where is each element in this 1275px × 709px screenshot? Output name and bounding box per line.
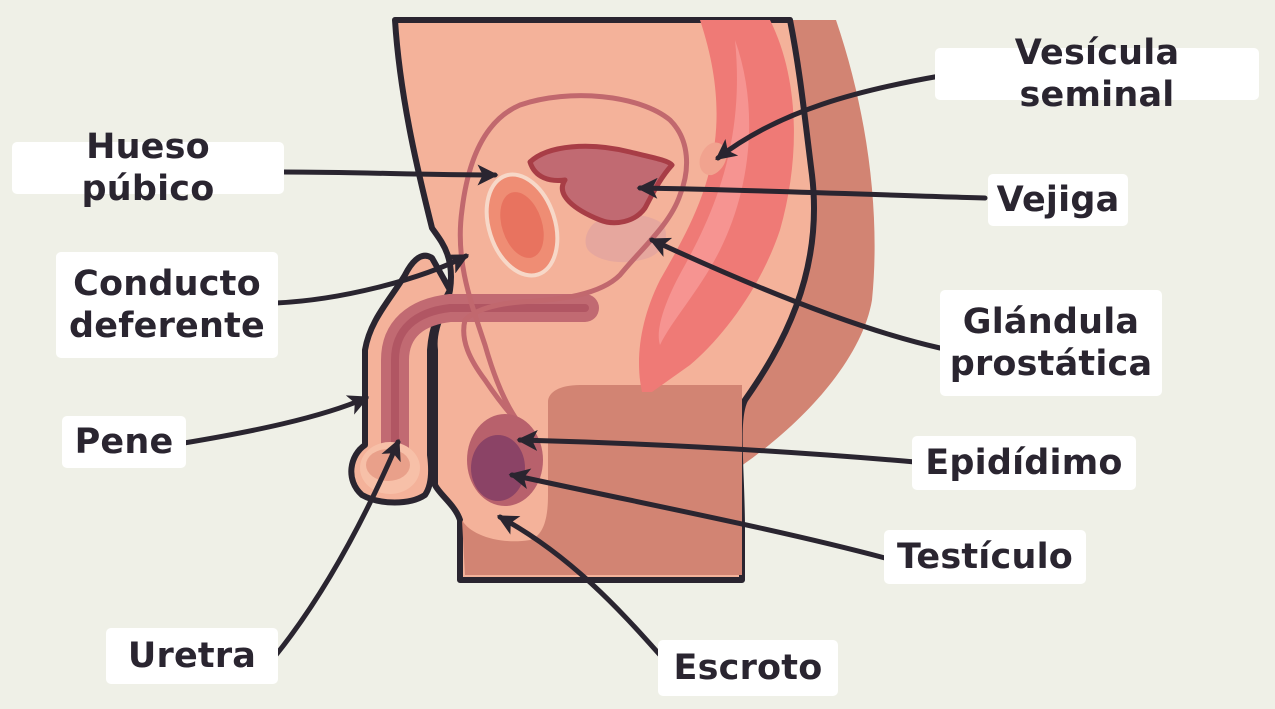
label-prostate-text: Glándula prostática <box>950 301 1153 385</box>
label-seminal-vesicle-text: Vesícula seminal <box>945 32 1249 116</box>
label-urethra-text: Uretra <box>128 635 256 677</box>
arrow-pubic-bone <box>283 172 495 175</box>
label-bladder-text: Vejiga <box>997 179 1120 221</box>
arrow-penis <box>184 398 366 443</box>
label-scrotum-text: Escroto <box>674 647 823 689</box>
label-penis-text: Pene <box>75 421 174 463</box>
label-vas-deferens-text: Conducto deferente <box>69 263 265 347</box>
label-penis: Pene <box>62 416 186 468</box>
label-pubic-bone-text: Hueso púbico <box>22 126 274 210</box>
label-bladder: Vejiga <box>988 174 1128 226</box>
label-testicle: Testículo <box>884 530 1086 584</box>
label-prostate: Glándula prostática <box>940 290 1162 396</box>
label-testicle-text: Testículo <box>897 536 1073 578</box>
label-urethra: Uretra <box>106 628 278 684</box>
label-pubic-bone: Hueso púbico <box>12 142 284 194</box>
label-seminal-vesicle: Vesícula seminal <box>935 48 1259 100</box>
label-epididymis-text: Epidídimo <box>925 442 1122 484</box>
testicle <box>471 435 525 501</box>
label-vas-deferens: Conducto deferente <box>56 252 278 358</box>
label-scrotum: Escroto <box>658 640 838 696</box>
label-epididymis: Epidídimo <box>912 436 1136 490</box>
